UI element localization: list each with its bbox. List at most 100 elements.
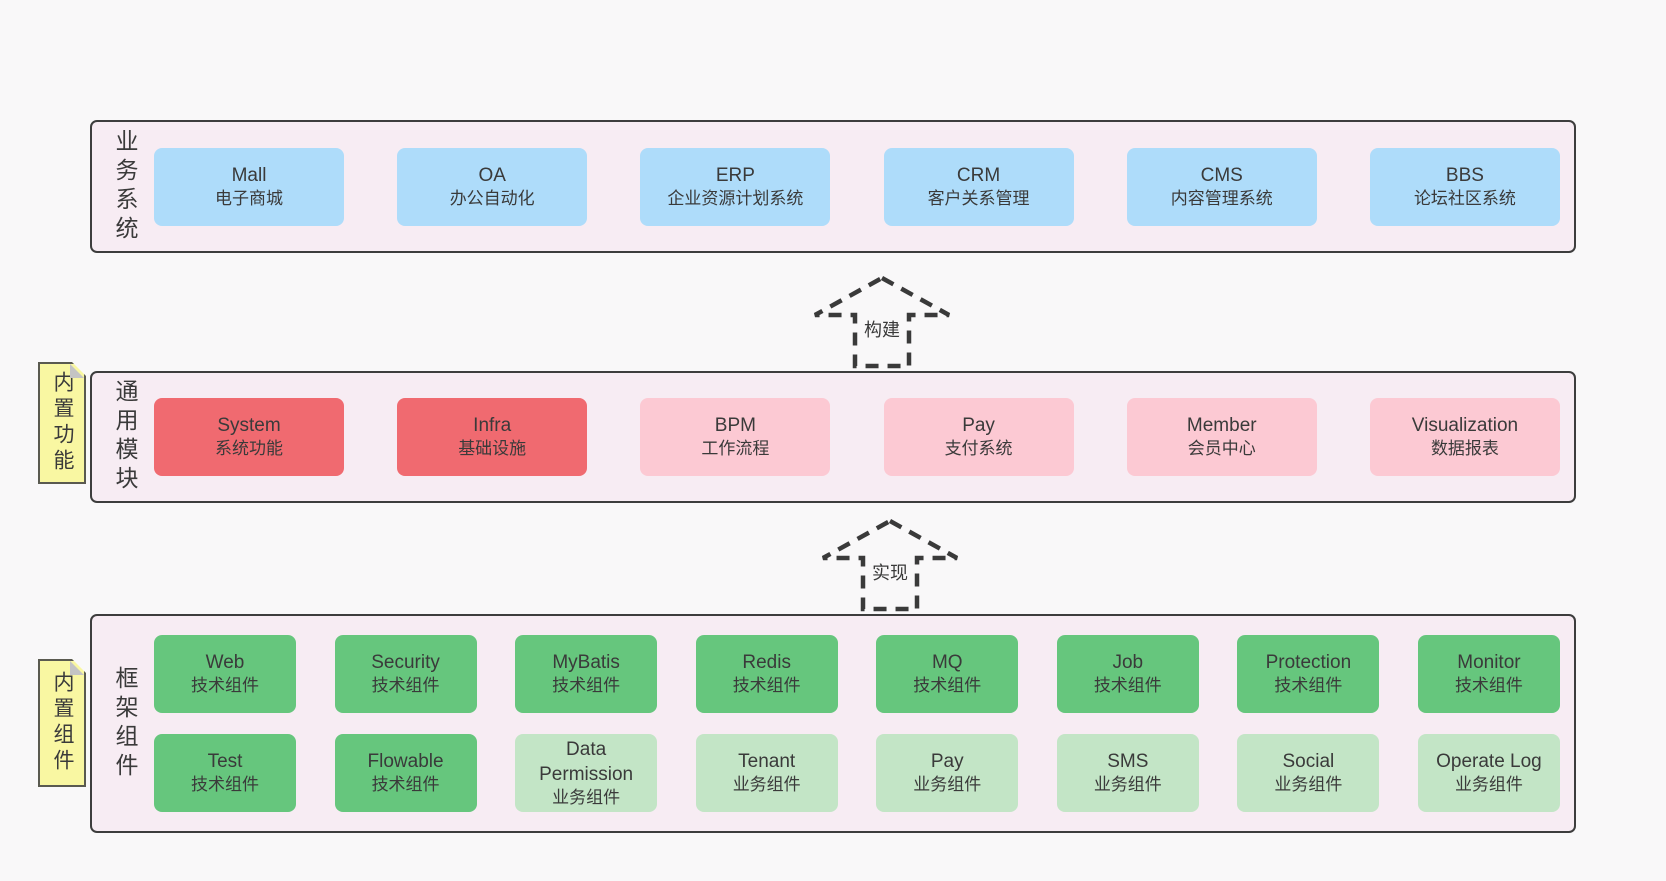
module-subtitle: 办公自动化 <box>449 188 535 208</box>
layer-label: 业务系统 <box>112 128 138 245</box>
module-subtitle: 技术组件 <box>371 775 440 795</box>
module-subtitle: 业务组件 <box>913 775 982 795</box>
module-name: SMS <box>1107 751 1149 773</box>
module-subtitle: 企业资源计划系统 <box>667 188 804 208</box>
sticky-note-built-in-features: 内置功能 <box>38 362 86 484</box>
module-name: Data Permission <box>539 738 634 785</box>
layer-label: 框架组件 <box>112 665 138 782</box>
module-name: Protection <box>1265 652 1352 674</box>
module-subtitle: 论坛社区系统 <box>1413 188 1516 208</box>
module-subtitle: 技术组件 <box>1274 676 1343 696</box>
module-subtitle: 技术组件 <box>371 676 440 696</box>
module-name: Member <box>1186 415 1257 437</box>
build-arrow-label: 构建 <box>859 314 905 344</box>
module-subtitle: 支付系统 <box>944 439 1013 459</box>
implement-arrow: 实现 <box>815 517 965 613</box>
module-name: Operate Log <box>1436 751 1542 773</box>
module-subtitle: 技术组件 <box>191 775 259 795</box>
module-name: System <box>217 415 281 437</box>
sticky-note-label: 内置组件 <box>51 671 74 775</box>
folded-corner-icon <box>70 364 84 378</box>
module-name: BBS <box>1445 164 1484 186</box>
module-name: BPM <box>714 415 756 437</box>
module-name: Job <box>1112 652 1144 674</box>
module-subtitle: 客户关系管理 <box>927 188 1030 208</box>
module-subtitle: 技术组件 <box>732 676 801 696</box>
module-subtitle: 业务组件 <box>732 775 801 795</box>
module-name: CRM <box>956 164 1001 186</box>
module-subtitle: 业务组件 <box>552 787 621 807</box>
module-name: ERP <box>715 164 755 186</box>
module-name: Tenant <box>738 751 796 773</box>
module-subtitle: 技术组件 <box>1093 676 1162 696</box>
module-subtitle: 技术组件 <box>1454 676 1523 696</box>
module-subtitle: 系统功能 <box>215 439 283 459</box>
module-name: Visualization <box>1411 415 1519 437</box>
module-name: Social <box>1282 751 1335 773</box>
module-subtitle: 技术组件 <box>191 676 259 696</box>
module-name: Pay <box>962 415 995 437</box>
sticky-note-label: 内置功能 <box>51 371 74 475</box>
module-name: Flowable <box>367 751 444 773</box>
module-subtitle: 业务组件 <box>1454 775 1523 795</box>
module-subtitle: 基础设施 <box>458 439 527 459</box>
module-subtitle: 电子商城 <box>215 188 283 208</box>
module-name: OA <box>478 164 506 186</box>
module-name: MQ <box>931 652 963 674</box>
module-subtitle: 数据报表 <box>1430 439 1499 459</box>
module-name: Infra <box>473 415 512 437</box>
module-subtitle: 业务组件 <box>1093 775 1162 795</box>
build-arrow: 构建 <box>807 274 957 370</box>
implement-arrow-label: 实现 <box>867 557 913 587</box>
module-name: CMS <box>1200 164 1243 186</box>
module-subtitle: 会员中心 <box>1187 439 1256 459</box>
module-name: Security <box>371 652 440 674</box>
sticky-note-built-in-components: 内置组件 <box>38 659 86 787</box>
module-name: Web <box>205 652 245 674</box>
module-subtitle: 技术组件 <box>913 676 982 696</box>
module-name: Monitor <box>1457 652 1521 674</box>
module-name: Mall <box>231 164 267 186</box>
module-name: MyBatis <box>552 652 620 674</box>
module-name: Redis <box>742 652 791 674</box>
module-subtitle: 业务组件 <box>1274 775 1343 795</box>
module-subtitle: 内容管理系统 <box>1170 188 1273 208</box>
module-name: Test <box>207 751 243 773</box>
module-name: Pay <box>930 751 964 773</box>
module-subtitle: 工作流程 <box>701 439 770 459</box>
